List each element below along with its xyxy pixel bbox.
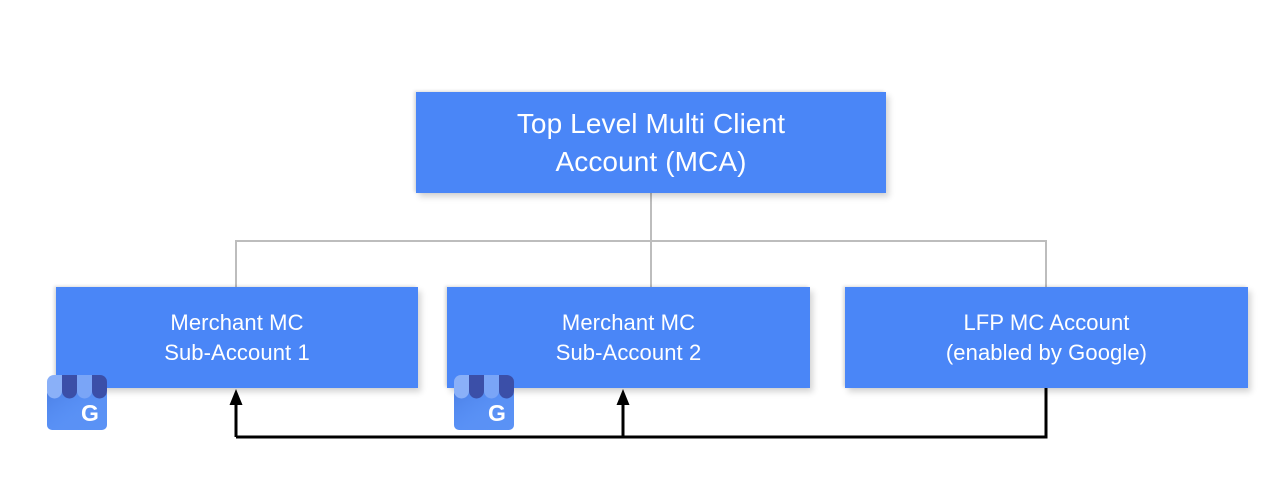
- node-top-level-mca-label: Top Level Multi Client Account (MCA): [516, 107, 786, 177]
- gmb-letter-g: G: [81, 400, 99, 426]
- arrowhead-to-merchant-1: [229, 389, 243, 405]
- node-lfp-mc-account-label: LFP MC Account (enabled by Google): [945, 309, 1148, 365]
- node-lfp-mc-account[interactable]: LFP MC Account (enabled by Google): [845, 287, 1248, 388]
- node-top-level-mca[interactable]: Top Level Multi Client Account (MCA): [416, 92, 886, 193]
- google-my-business-storefront-icon: G: [47, 375, 107, 430]
- node-merchant-mc-sub-account-2[interactable]: Merchant MC Sub-Account 2: [447, 287, 810, 388]
- gmb-letter-g: G: [488, 400, 506, 426]
- node-merchant-mc-sub-account-2-label: Merchant MC Sub-Account 2: [555, 309, 702, 365]
- google-my-business-storefront-icon: G: [454, 375, 514, 430]
- node-merchant-mc-sub-account-1-label: Merchant MC Sub-Account 1: [164, 309, 310, 365]
- feedback-path-lfp-to-merchants: [236, 388, 1048, 439]
- arrowhead-to-merchant-2: [616, 389, 630, 405]
- node-merchant-mc-sub-account-1[interactable]: Merchant MC Sub-Account 1: [56, 287, 418, 388]
